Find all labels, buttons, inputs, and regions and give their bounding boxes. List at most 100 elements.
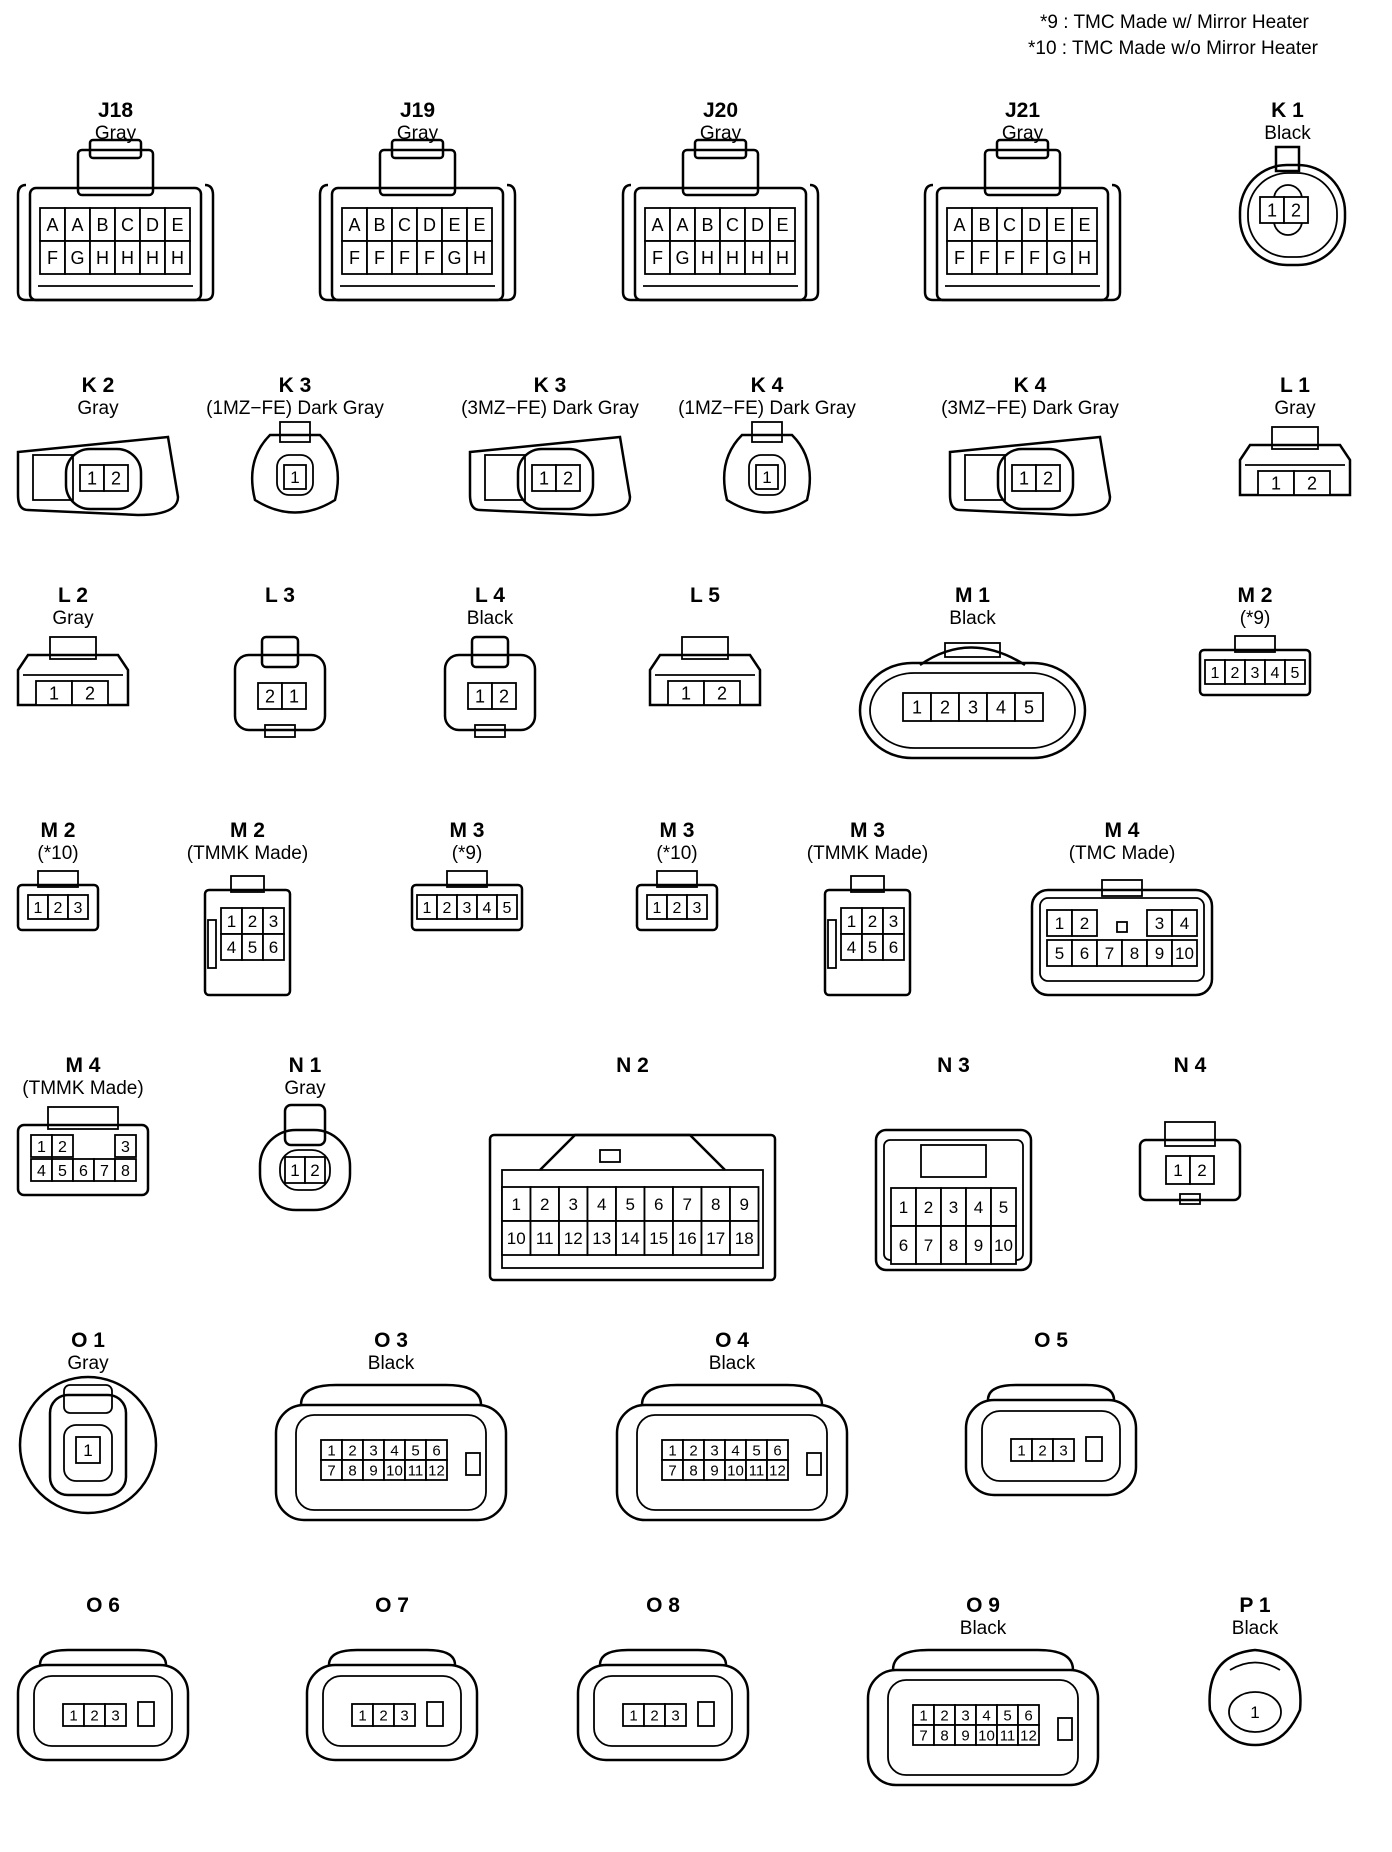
pin-label: 3 (400, 1707, 408, 1724)
pin-label: 13 (592, 1229, 611, 1248)
pin-cavity (51, 1134, 74, 1158)
pin-label: 1 (899, 1198, 908, 1217)
pin-cavity (529, 1220, 560, 1256)
pin-label: 12 (769, 1462, 786, 1479)
pin-cavity (703, 680, 741, 706)
pin-label: 1 (49, 683, 59, 703)
connector-code: P 1 (1239, 1594, 1271, 1617)
pin-cavity (769, 240, 796, 275)
pin-label: 2 (58, 1139, 67, 1156)
pin-label: H (776, 248, 789, 268)
pin-label: 9 (369, 1462, 377, 1479)
pin-label: 2 (265, 686, 275, 706)
pin-label: 9 (974, 1236, 983, 1255)
connector-subtitle: (3MZ−FE) Dark Gray (461, 398, 639, 419)
pin-label: 2 (717, 683, 727, 703)
pin-cavity (1165, 1155, 1191, 1185)
pin-label: 12 (428, 1462, 445, 1479)
connector-subtitle: (TMMK Made) (186, 843, 309, 864)
pin-label: 7 (919, 1727, 927, 1744)
pin-label: 9 (961, 1727, 969, 1744)
pin-label: 8 (348, 1462, 356, 1479)
pin-cavity (262, 933, 285, 961)
connector-code: O 9 (966, 1594, 1000, 1617)
connector-subtitle: Black (466, 608, 514, 629)
connector-code: N 3 (937, 1054, 970, 1077)
pin-cavity (491, 682, 517, 710)
pin-label: B (96, 215, 108, 235)
pin-cavity (1284, 659, 1306, 685)
pin-label: 1 (512, 1195, 521, 1214)
pin-label: F (399, 248, 410, 268)
connector-code: M 4 (65, 1054, 101, 1077)
pin-cavity (1017, 1724, 1040, 1746)
pin-cavity (441, 207, 468, 242)
pin-label: F (47, 248, 58, 268)
pin-label: 7 (327, 1462, 335, 1479)
pin-cavity (586, 1186, 617, 1222)
pin-label: 2 (90, 1707, 98, 1724)
pin-label: 1 (681, 683, 691, 703)
pin-label: 2 (443, 900, 452, 917)
pin-label: 4 (982, 1707, 990, 1724)
pin-label: 3 (949, 1198, 958, 1217)
pin-cavity (89, 240, 116, 275)
pin-label: 2 (924, 1198, 933, 1217)
pin-label: H (146, 248, 159, 268)
pin-label: 3 (1155, 914, 1164, 933)
legend-note-10: *10 : TMC Made w/o Mirror Heater (1028, 38, 1319, 59)
pin-cavity (104, 1703, 127, 1727)
pin-label: 2 (868, 912, 877, 931)
pin-label: 12 (1020, 1727, 1037, 1744)
pin-label: A (651, 215, 663, 235)
pin-cavity (1021, 240, 1048, 275)
pin-label: F (349, 248, 360, 268)
pin-label: 3 (269, 912, 278, 931)
pin-label: H (751, 248, 764, 268)
connector-code: J19 (399, 99, 436, 122)
pin-label: G (675, 248, 689, 268)
pin-label: 2 (348, 1442, 356, 1459)
pin-label: 5 (999, 1198, 1008, 1217)
pin-cavity (700, 1186, 731, 1222)
pin-label: 10 (727, 1462, 744, 1479)
pin-cavity (304, 1156, 326, 1184)
pin-label: E (448, 215, 460, 235)
pin-label: 3 (74, 900, 83, 917)
pin-label: 1 (847, 912, 856, 931)
connector-subtitle: (1MZ−FE) Dark Gray (678, 398, 856, 419)
connector-code: O 8 (646, 1594, 680, 1617)
pin-cavity (915, 1225, 942, 1265)
pin-label: H (701, 248, 714, 268)
connector-subtitle: Black (1264, 123, 1311, 144)
pin-label: 1 (87, 468, 97, 488)
pin-label: 18 (735, 1229, 754, 1248)
connector-subtitle: Black (367, 1353, 415, 1374)
pin-cavity (965, 1225, 992, 1265)
connector-code: O 1 (71, 1329, 105, 1352)
pin-cavity (915, 1187, 942, 1227)
pin-cavity (769, 207, 796, 242)
